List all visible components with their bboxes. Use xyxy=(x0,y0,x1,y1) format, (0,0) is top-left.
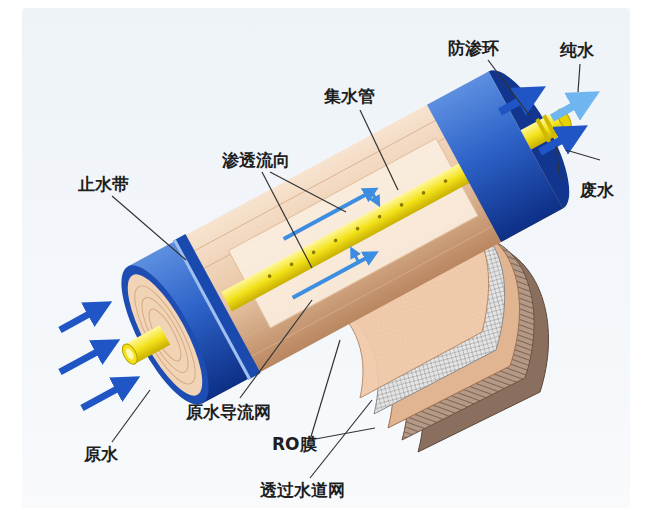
outlet-label: 纯水 xyxy=(560,40,594,60)
part-label: 原水导流网 xyxy=(186,402,271,422)
inlet-label: 原水 xyxy=(84,444,118,464)
outlet-label: 废水 xyxy=(580,180,614,200)
part-label: 防渗环 xyxy=(448,38,499,58)
part-label: RO膜 xyxy=(272,434,317,454)
part-label: 透过水道网 xyxy=(260,480,345,500)
flow-label: 渗透流向 xyxy=(222,150,290,170)
part-label: 集水管 xyxy=(324,86,375,106)
part-label: 止水带 xyxy=(78,174,129,194)
